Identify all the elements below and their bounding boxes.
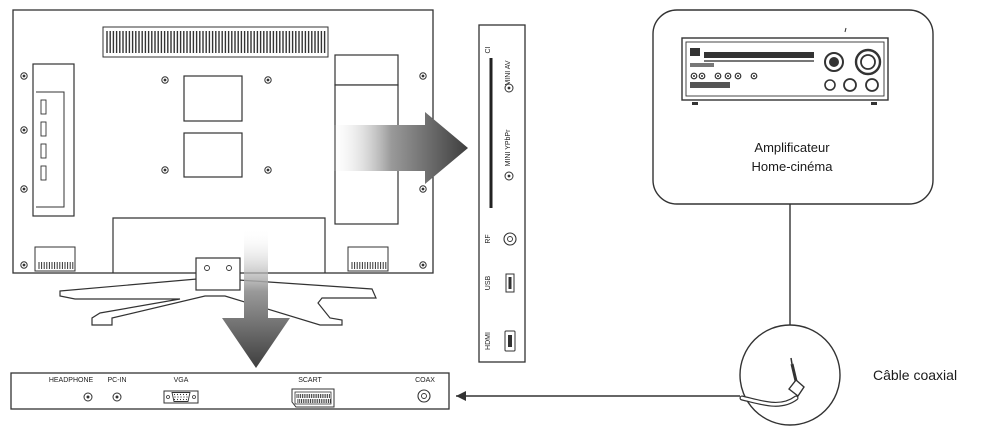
bottom-panel: HEADPHONE PC-IN VGA SCART COAX — [10, 372, 450, 410]
center-plate-lower — [183, 132, 243, 178]
top-vent-slots — [106, 31, 326, 53]
right-panel-top — [334, 54, 399, 86]
cable-label: Câble coaxial — [873, 367, 957, 383]
left-panel-bracket — [36, 91, 65, 208]
side-panel: CI MINI AV MINI YPbPr RF USB HDMI — [478, 24, 526, 363]
side-label-rf: RF — [485, 234, 492, 243]
side-label-hdmi: HDMI — [485, 332, 492, 350]
cable-plug-magnifier — [739, 324, 841, 426]
amplifier: Amplificateur Home-cinéma — [652, 9, 934, 205]
stand-housing — [112, 217, 326, 273]
cable-arrowhead — [456, 391, 466, 401]
stand-neck — [195, 257, 241, 291]
left-panel — [32, 63, 75, 217]
bottom-panel-frame — [10, 372, 450, 410]
bottom-label-pc-in: PC-IN — [107, 377, 126, 384]
amplifier-label-line1: Amplificateur — [754, 140, 830, 155]
side-label-mini-ypbpr: MINI YPbPr — [505, 129, 512, 166]
side-label-usb: USB — [485, 275, 492, 290]
stand-base — [59, 278, 377, 326]
bottom-vent-slots — [38, 262, 387, 269]
amplifier-device-icon — [681, 27, 889, 105]
bottom-label-headphone: HEADPHONE — [49, 377, 94, 384]
bottom-label-scart: SCART — [298, 377, 322, 384]
bottom-label-coax: COAX — [415, 377, 435, 384]
vga-port — [163, 390, 199, 404]
side-panel-frame — [478, 24, 526, 363]
amplifier-label-line2: Home-cinéma — [752, 159, 834, 174]
bottom-label-vga: VGA — [174, 377, 189, 384]
side-label-mini-av: MINI AV — [505, 60, 512, 85]
tv-stand — [59, 257, 377, 326]
side-label-ci: CI — [485, 46, 492, 53]
arrow-to-side-panel — [328, 112, 468, 184]
coax-plug-icon — [739, 357, 805, 407]
coaxial-cable: Câble coaxial — [456, 204, 957, 426]
center-plate-upper — [183, 75, 243, 122]
scart-port — [291, 388, 335, 408]
arrow-to-bottom-panel — [222, 228, 290, 368]
